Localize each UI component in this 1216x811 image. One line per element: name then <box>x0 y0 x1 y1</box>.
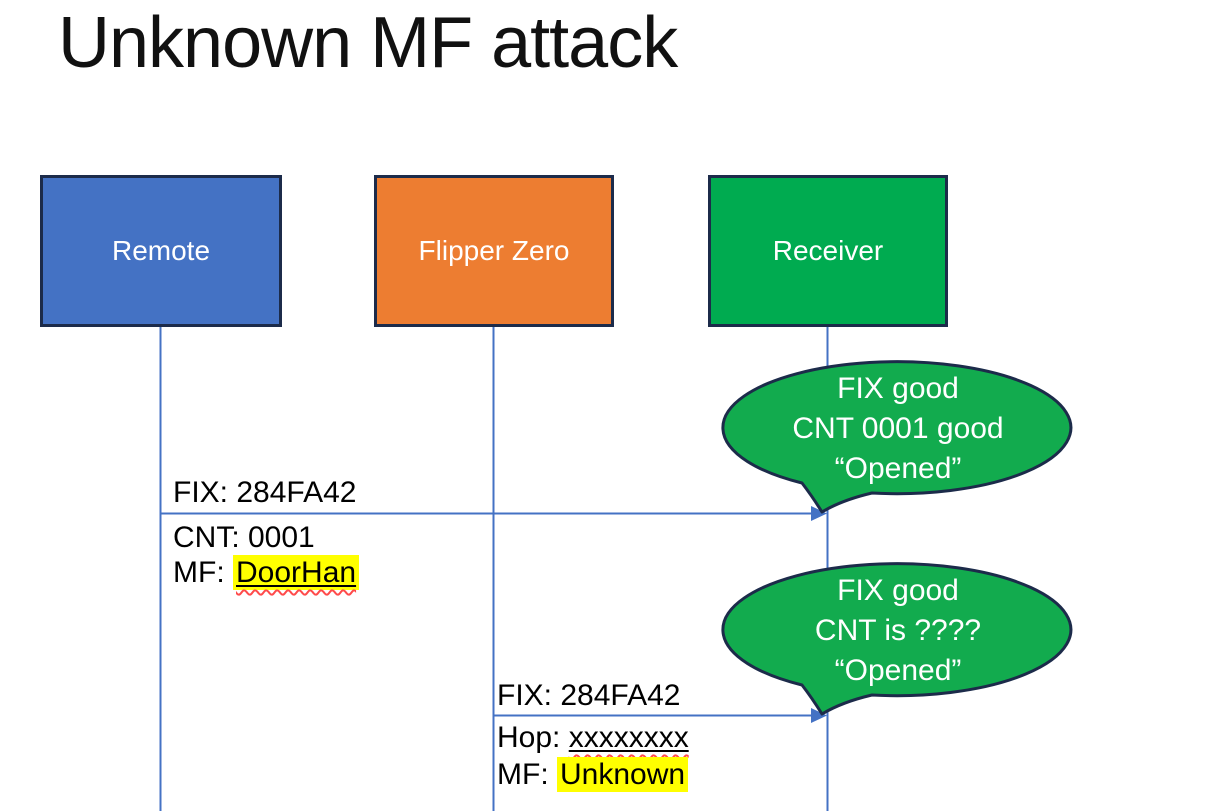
message1-label-mf: MF: DoorHan <box>173 555 360 591</box>
bubble2-line3: “Opened” <box>834 654 962 687</box>
actor-label-flipper-zero: Flipper Zero <box>418 235 570 266</box>
message2-fix-text: FIX: 284FA42 <box>497 679 681 712</box>
message1-cnt-prefix: CNT: <box>173 521 248 554</box>
bubble1-line3: “Opened” <box>834 452 962 485</box>
message1-label-cnt: CNT: 0001 <box>173 521 315 556</box>
message1-mf-value-highlighted: DoorHan <box>233 555 360 590</box>
message2-arrowhead-icon <box>811 708 827 723</box>
actor-box-flipper-zero: Flipper Zero <box>374 175 614 327</box>
message1-mf-value: DoorHan <box>236 556 357 589</box>
actor-label-remote: Remote <box>111 235 211 266</box>
speech-bubble-1-shape <box>721 360 1073 514</box>
bubble1-line1: FIX good <box>837 372 959 405</box>
slide-title: Unknown MF attack <box>58 3 678 83</box>
message2-hop-prefix: Hop: <box>497 721 569 754</box>
message2-hop-value: xxxxxxxx <box>568 721 689 754</box>
message2-mf-prefix: MF: <box>497 758 557 791</box>
actor-label-receiver: Receiver <box>772 235 884 266</box>
message2-label-mf: MF: Unknown <box>497 757 689 793</box>
speech-bubble-2-shape <box>721 562 1073 716</box>
message2-mf-value-highlighted: Unknown <box>557 757 689 792</box>
message1-arrowhead-icon <box>811 506 827 521</box>
message2-hop-value-underlined: xxxxxxxx <box>569 721 689 754</box>
bubble1-line2: CNT 0001 good <box>792 412 1004 445</box>
message1-cnt-value: 0001 <box>248 521 315 554</box>
actor-box-remote: Remote <box>40 175 282 327</box>
message2-label-hop: Hop: xxxxxxxx <box>497 721 689 756</box>
message2-mf-value: Unknown <box>560 758 686 791</box>
speech-bubble-1-text: FIX good CNT 0001 good “Opened” <box>724 369 1072 489</box>
speech-bubble-2-text: FIX good CNT is ???? “Opened” <box>724 571 1072 691</box>
bubble2-line2: CNT is ???? <box>814 614 982 647</box>
message1-label-fix: FIX: 284FA42 <box>173 476 356 511</box>
message1-mf-prefix: MF: <box>173 556 233 589</box>
message2-label-fix: FIX: 284FA42 <box>497 679 680 714</box>
actor-box-receiver: Receiver <box>708 175 948 327</box>
message1-fix-text: FIX: 284FA42 <box>173 476 357 509</box>
bubble2-line1: FIX good <box>837 574 959 607</box>
